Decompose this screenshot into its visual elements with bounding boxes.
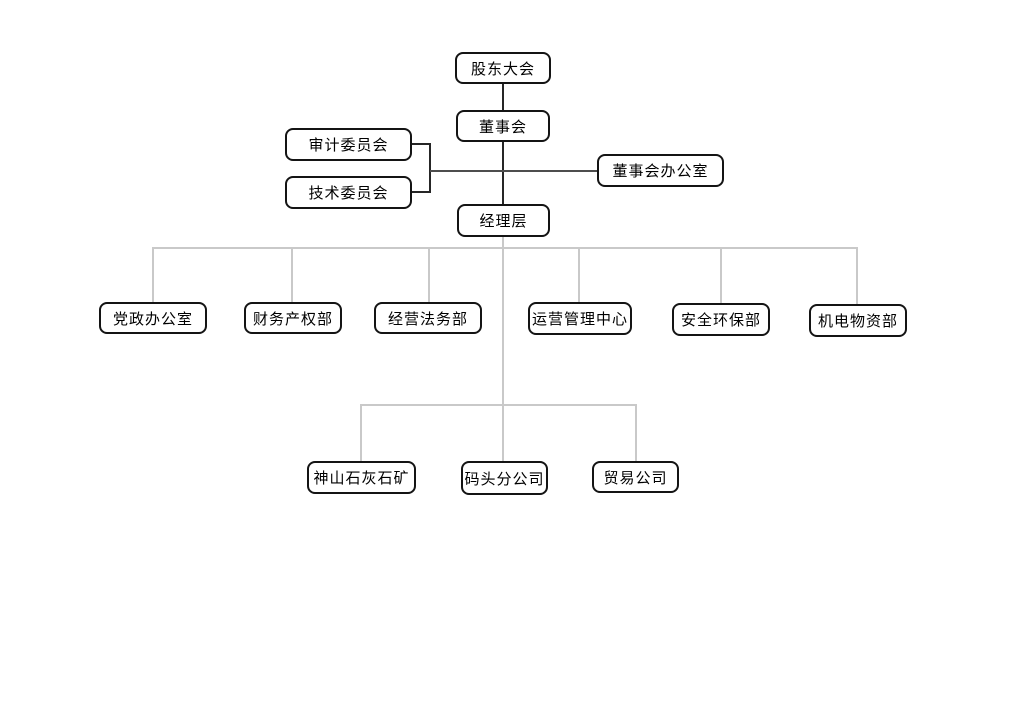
org-node-operation-legal-dept: 经营法务部 (374, 302, 482, 334)
org-node-audit-committee: 审计委员会 (285, 128, 412, 161)
connector-subsidiary-rail (360, 404, 637, 406)
org-node-board-office: 董事会办公室 (597, 154, 724, 187)
connector-drop-party-admin-office (152, 248, 154, 302)
connector-management-center-drop (502, 237, 504, 461)
connector-drop-trading-company (635, 405, 637, 461)
org-node-management: 经理层 (457, 204, 550, 237)
org-node-technical-committee: 技术委员会 (285, 176, 412, 209)
org-node-mech-elec-material-dept: 机电物资部 (809, 304, 907, 337)
connector-drop-safety-env-dept (720, 248, 722, 303)
connector-committee-bracket (429, 144, 431, 193)
connector-shareholders-to-board (502, 84, 504, 110)
connector-drop-operation-mgmt-center (578, 248, 580, 302)
org-node-board-of-directors: 董事会 (456, 110, 550, 142)
org-node-wharf-branch-company: 码头分公司 (461, 461, 548, 495)
org-node-party-admin-office: 党政办公室 (99, 302, 207, 334)
connector-drop-mech-elec-material-dept (856, 248, 858, 304)
connector-board-office-line (430, 170, 597, 172)
connector-drop-operation-legal-dept (428, 248, 430, 302)
org-node-shenshan-limestone-mine: 神山石灰石矿 (307, 461, 416, 494)
connector-technical-committee-stub (412, 191, 431, 193)
connector-drop-shenshan-limestone-mine (360, 405, 362, 461)
org-node-shareholders-meeting: 股东大会 (455, 52, 551, 84)
connector-department-rail (152, 247, 858, 249)
connector-drop-finance-property-dept (291, 248, 293, 302)
org-node-finance-property-dept: 财务产权部 (244, 302, 342, 334)
connector-audit-committee-stub (412, 143, 431, 145)
connector-board-to-management (502, 142, 504, 204)
org-node-safety-env-dept: 安全环保部 (672, 303, 770, 336)
org-node-trading-company: 贸易公司 (592, 461, 679, 493)
org-node-operation-mgmt-center: 运营管理中心 (528, 302, 632, 335)
